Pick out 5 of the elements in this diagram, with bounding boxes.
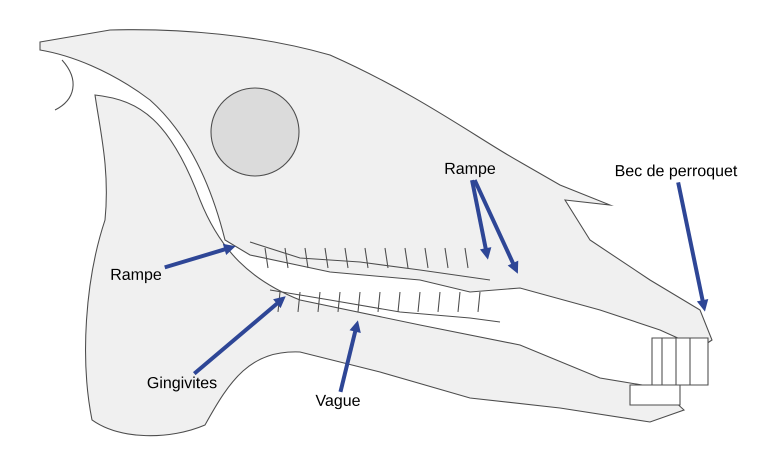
label-text: Vague [316, 394, 360, 410]
label-text: Bec de perroquet [616, 164, 738, 180]
label-text: Gingivites [148, 376, 217, 392]
label-text: Rampe [446, 162, 496, 178]
label-text: Rampe [112, 268, 162, 284]
